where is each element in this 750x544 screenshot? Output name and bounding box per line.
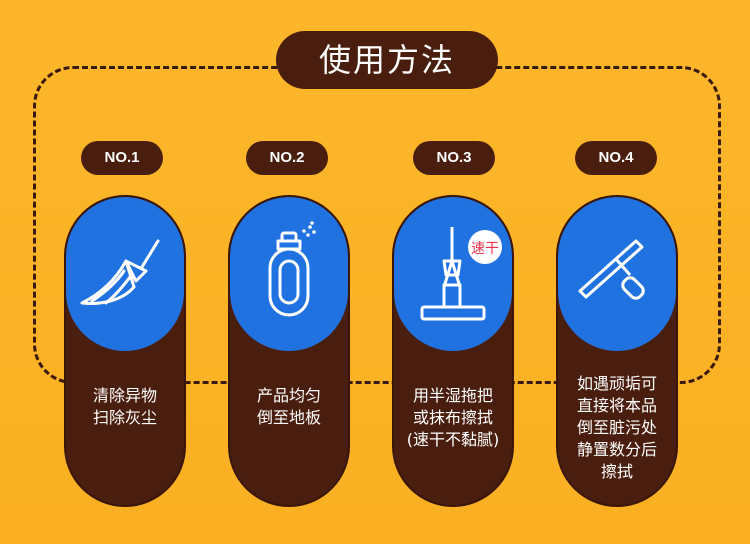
step-4-text: 如遇顽垢可 直接将本品 倒至脏污处 静置数分后 擦拭 [558,373,676,483]
step-2-card: 产品均匀 倒至地板 [228,195,350,507]
step-2-line: 产品均匀 [256,386,321,405]
step-4-line: 擦拭 [600,462,633,481]
step-4-card: 如遇顽垢可 直接将本品 倒至脏污处 静置数分后 擦拭 [556,195,678,507]
step-3-card: 速干 用半湿拖把 或抹布擦拭 (速干不黏腻) [392,195,514,507]
step-1-number: NO.1 [81,141,163,175]
step-4-icon-circle [558,197,676,351]
squeegee-icon [578,239,645,300]
step-3-icon-circle: 速干 [394,197,512,351]
page-title: 使用方法 [276,31,498,89]
step-1-card: 清除异物 扫除灰尘 [64,195,186,507]
step-4-line: 如遇顽垢可 [576,374,657,393]
step-2-number: NO.2 [246,141,328,175]
step-2-line: 倒至地板 [256,408,321,427]
step-4-line: 倒至脏污处 [576,418,657,437]
mop-icon: 速干 [420,227,502,321]
step-3-number: NO.3 [413,141,495,175]
step-3-line: (速干不黏腻) [406,430,500,449]
step-1-icon-circle [66,197,184,351]
step-4-line: 静置数分后 [576,440,657,459]
step-3-line: 或抹布擦拭 [412,408,493,427]
step-2-text: 产品均匀 倒至地板 [230,385,348,429]
broom-icon [80,239,160,305]
step-3-line: 用半湿拖把 [412,386,493,405]
step-2-icon-circle [230,197,348,351]
step-3-text: 用半湿拖把 或抹布擦拭 (速干不黏腻) [394,385,512,451]
step-1-line: 扫除灰尘 [92,408,157,427]
step-1-line: 清除异物 [92,386,157,405]
step-4-line: 直接将本品 [576,396,657,415]
step-4-number: NO.4 [575,141,657,175]
step-1-text: 清除异物 扫除灰尘 [66,385,184,429]
quick-dry-badge: 速干 [471,241,499,257]
spray-bottle-icon [268,221,316,317]
